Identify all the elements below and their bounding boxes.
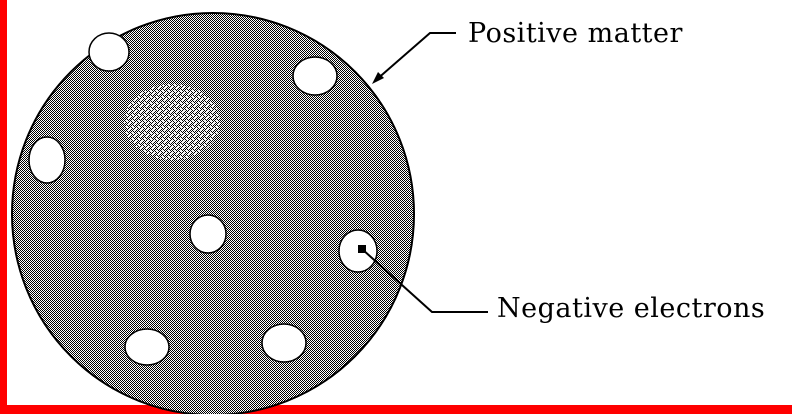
label-negative-electrons: Negative electrons	[497, 293, 765, 324]
electron-pointer-dot	[358, 245, 366, 253]
electron-2	[293, 57, 337, 95]
electron-6	[125, 329, 169, 365]
electron-7	[262, 324, 306, 362]
electron-4	[190, 215, 226, 253]
positive-sphere	[12, 13, 414, 414]
sphere-highlight	[124, 84, 220, 160]
electron-3	[29, 137, 65, 183]
label-positive-matter: Positive matter	[468, 18, 683, 49]
positive-pointer	[376, 33, 456, 80]
electron-1	[89, 33, 129, 71]
